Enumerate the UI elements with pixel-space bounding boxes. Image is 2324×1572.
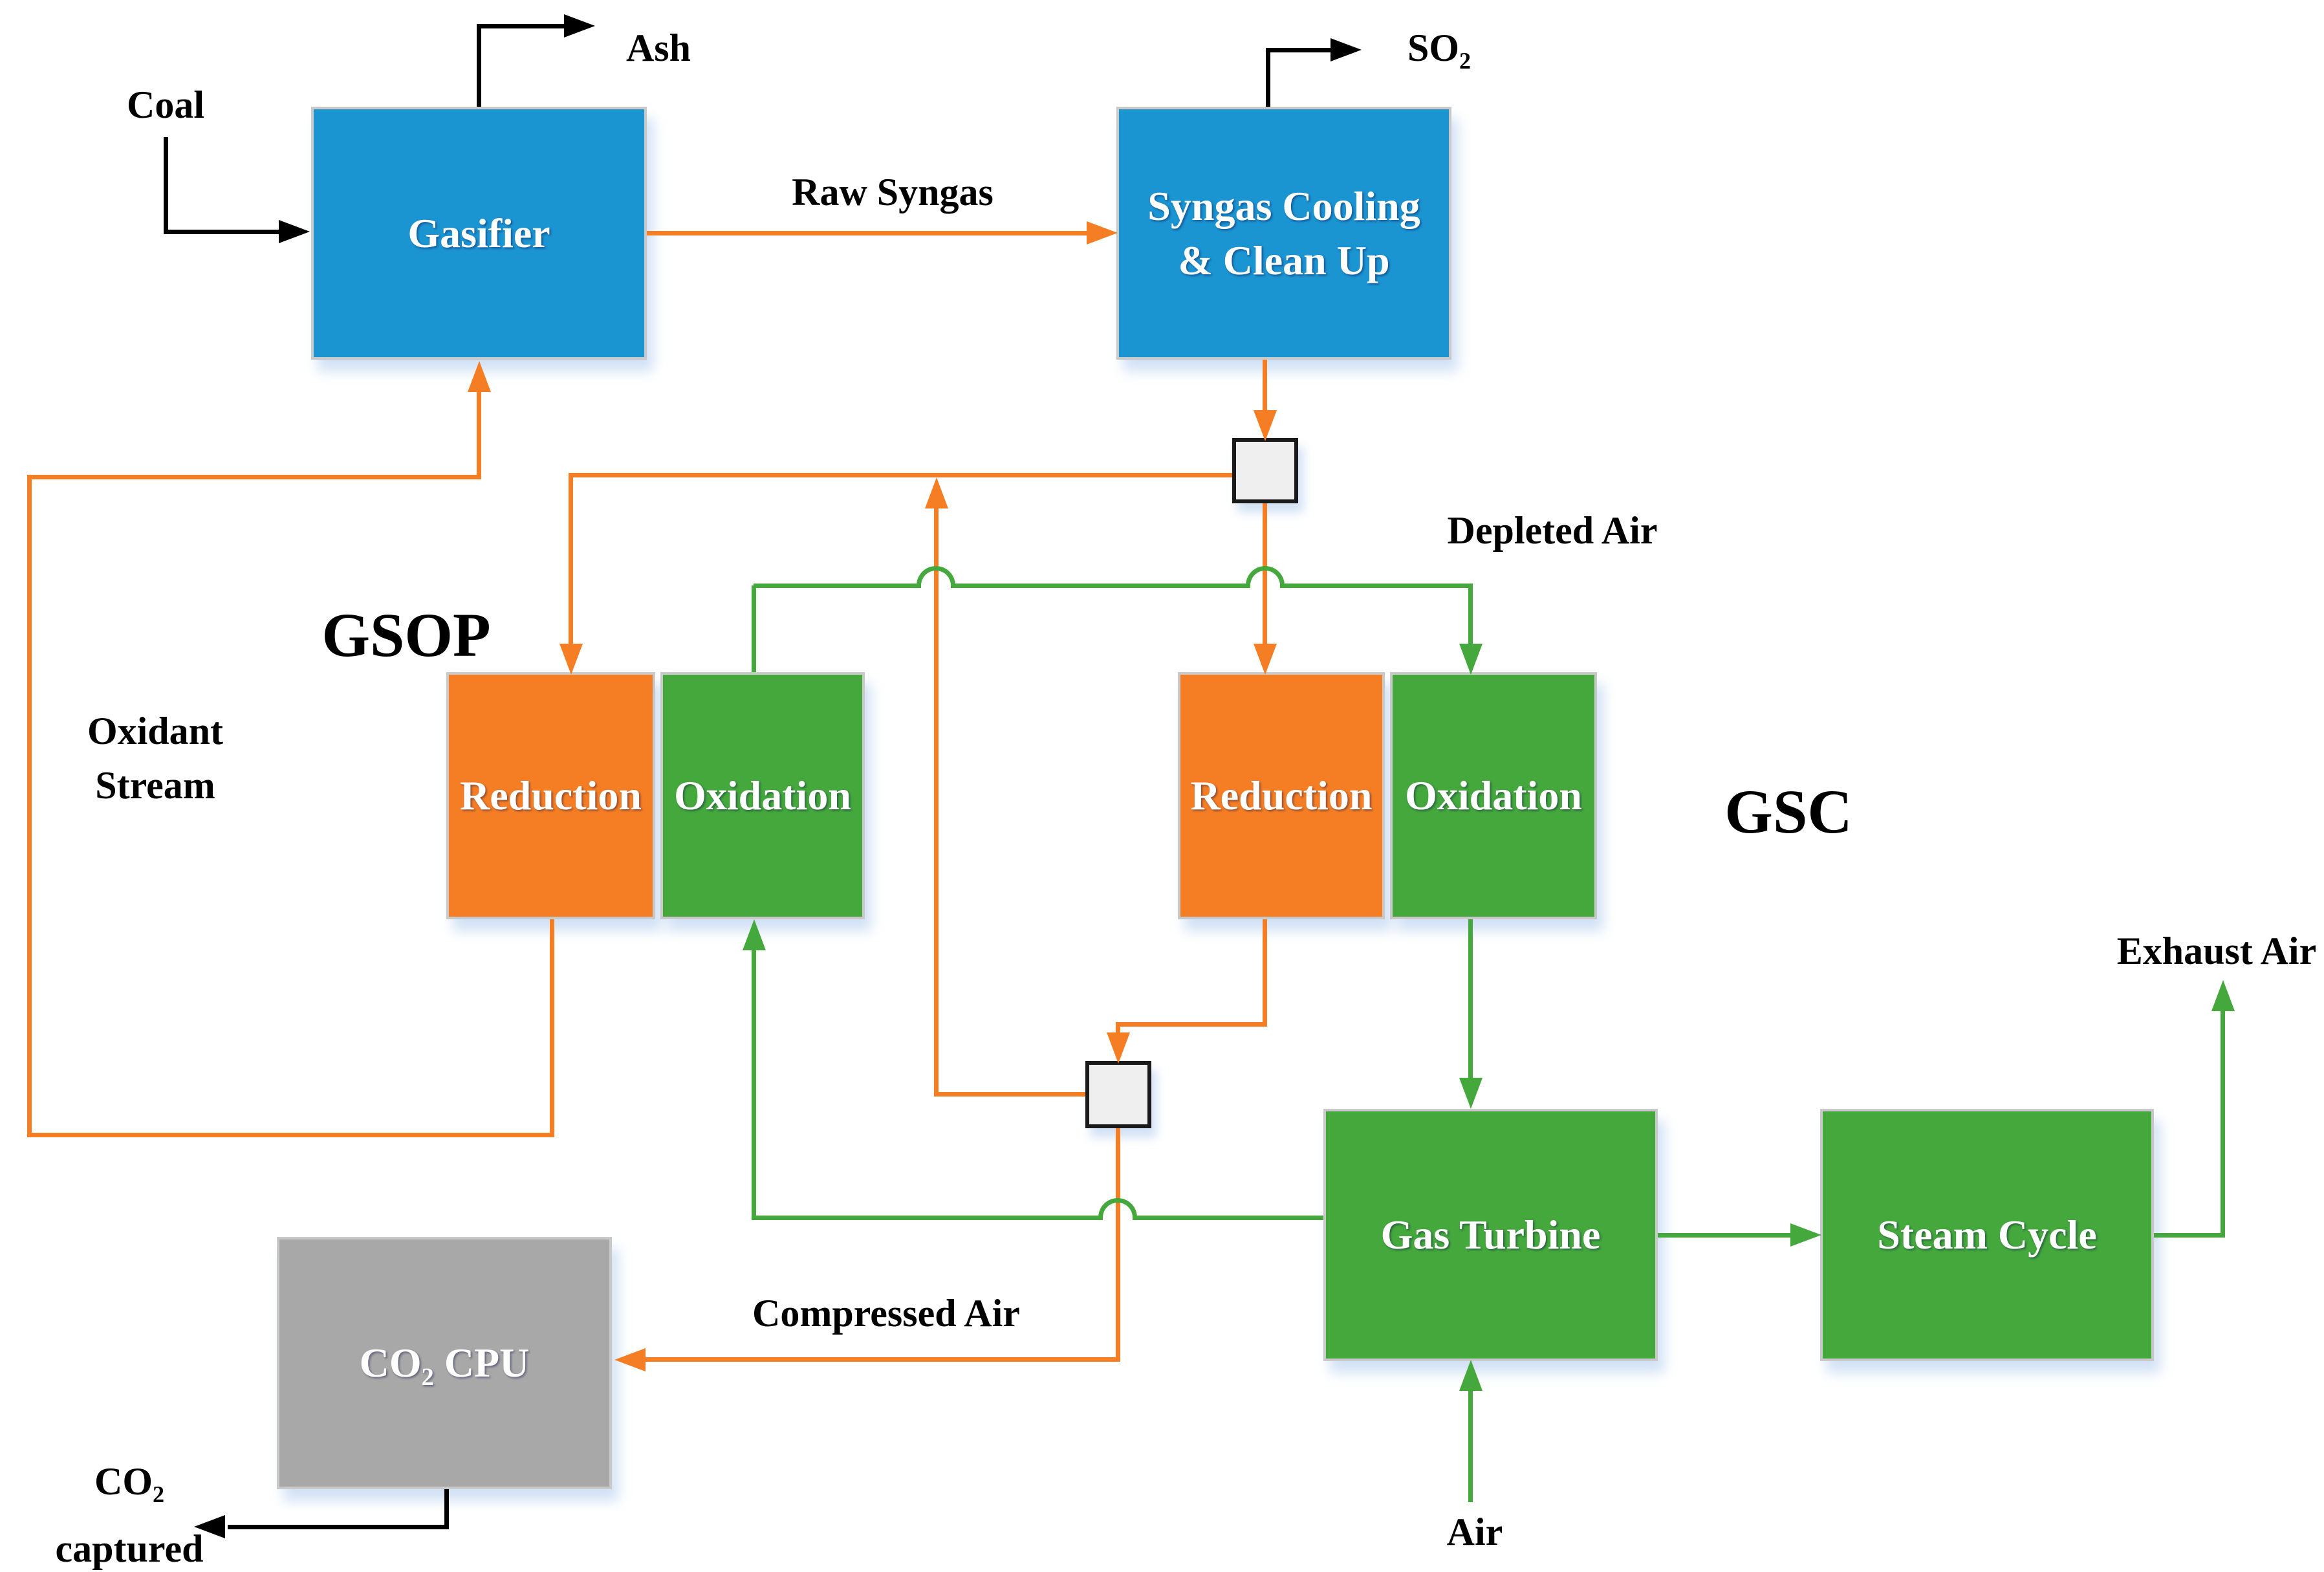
oxidant-stream-label: Oxidant Stream: [87, 704, 223, 813]
so2-line-vertical: [1266, 50, 1270, 107]
compressed-air-label: Compressed Air: [752, 1292, 1020, 1335]
gasifier-box: Gasifier: [311, 107, 647, 360]
gsc-reduction-out-line-vertical: [1263, 919, 1267, 1024]
coal-arrow-icon: [279, 220, 310, 243]
exhaust-air-label: Exhaust Air: [2116, 930, 2317, 972]
coal-line-vertical: [164, 137, 168, 232]
oxidant-stream-label-line2: Stream: [95, 764, 215, 807]
syngas-to-splitter-arrow-icon: [1254, 410, 1277, 441]
splitter2-to-cpu-line-vertical: [1116, 1128, 1120, 1362]
gsc-reduction-box: Reduction: [1178, 672, 1385, 919]
steam-cycle-in-arrow-icon: [1790, 1223, 1821, 1247]
gsc-oxidation-to-turbine-line: [1468, 919, 1473, 1079]
gsc-reduction-out-line-vertical2: [1116, 1022, 1120, 1036]
gsc-oxidation-box: Oxidation: [1390, 672, 1597, 919]
ash-label: Ash: [625, 27, 691, 69]
co2-captured-line-horizontal: [228, 1525, 449, 1529]
co2-cpu-label: CO₂ CPU: [359, 1340, 530, 1386]
gsop-oxidation-in-arrow-icon: [743, 919, 766, 950]
compressed-air-line-segment1: [754, 1216, 1098, 1220]
gsc-reduction-out-line-horizontal: [1116, 1022, 1267, 1027]
gasifier-label: Gasifier: [407, 210, 550, 256]
compressed-air-hop: [1098, 1198, 1137, 1220]
coal-line-horizontal: [164, 230, 279, 234]
depleted-air-line-vertical-left: [752, 585, 756, 672]
gsop-reduction-in-arrow-icon: [559, 644, 583, 675]
depleted-air-line-vertical-right: [1468, 584, 1473, 646]
oxidant-line-vertical-right: [550, 919, 554, 1135]
raw-syngas-label: Raw Syngas: [792, 171, 994, 213]
compressed-air-line-vertical: [752, 949, 756, 1220]
exhaust-line-horizontal: [2154, 1233, 2225, 1238]
splitter2-recycle-line-vertical: [934, 506, 939, 1097]
exhaust-line-vertical: [2221, 1011, 2225, 1238]
oxidant-line-vertical-to-gasifier: [477, 389, 481, 479]
oxidant-line-horizontal-top: [27, 475, 481, 479]
splitter2-in-arrow-icon: [1107, 1032, 1130, 1064]
oxidant-stream-label-line1: Oxidant: [87, 710, 224, 752]
air-label: Air: [1446, 1511, 1503, 1553]
splitter2-to-cpu-line-horizontal: [644, 1357, 1118, 1362]
steam-cycle-box: Steam Cycle: [1820, 1109, 2154, 1361]
splitter2-recycle-line-horizontal: [936, 1092, 1085, 1097]
gsop-reduction-box: Reduction: [446, 672, 655, 919]
depleted-air-hop1: [917, 566, 955, 588]
co2-captured-label: CO₂ captured: [56, 1448, 204, 1572]
co2-captured-line-vertical: [444, 1489, 449, 1527]
steam-cycle-label: Steam Cycle: [1877, 1212, 2097, 1258]
co2-cpu-in-arrow-icon: [614, 1348, 646, 1371]
syngas-cooling-box: Syngas Cooling & Clean Up: [1116, 107, 1451, 360]
ash-line-vertical: [477, 26, 481, 107]
gsc-oxidation-in-arrow-icon: [1459, 644, 1482, 675]
raw-syngas-line: [647, 231, 1088, 235]
gsop-reduction-label: Reduction: [460, 772, 642, 819]
oxidant-line-horizontal-bottom: [27, 1133, 554, 1137]
oxidant-line-vertical-left: [27, 477, 32, 1137]
turbine-to-steam-line: [1658, 1233, 1790, 1238]
depleted-air-line-segment3: [1285, 584, 1473, 588]
air-in-arrow-icon: [1459, 1360, 1482, 1391]
so2-label: SO₂: [1407, 27, 1472, 69]
gsop-section-label: GSOP: [321, 600, 491, 670]
co2-captured-label-line2: captured: [55, 1527, 204, 1570]
so2-line-horizontal: [1266, 48, 1330, 52]
depleted-air-line-segment2: [955, 584, 1246, 588]
co2-cpu-box: CO₂ CPU: [277, 1237, 612, 1489]
compressed-air-line-segment2: [1137, 1216, 1323, 1220]
gas-turbine-label: Gas Turbine: [1380, 1212, 1601, 1258]
air-line: [1468, 1391, 1473, 1502]
depleted-air-label: Depleted Air: [1447, 509, 1658, 552]
so2-arrow-icon: [1330, 38, 1362, 61]
gsc-reduction-in-arrow-icon: [1254, 644, 1277, 675]
ash-arrow-icon: [564, 14, 595, 38]
ash-line-horizontal: [477, 24, 564, 28]
gasifier-oxidant-arrow-icon: [468, 361, 491, 392]
gsop-oxidation-label: Oxidation: [674, 772, 851, 819]
gsop-oxidation-box: Oxidation: [660, 672, 865, 919]
depleted-air-line-segment1: [754, 584, 917, 588]
gsc-reduction-label: Reduction: [1190, 772, 1373, 819]
syngas-splitter-node: [1232, 438, 1298, 503]
gas-turbine-box: Gas Turbine: [1323, 1109, 1658, 1361]
gsc-oxidation-label: Oxidation: [1405, 772, 1582, 819]
co2-captured-arrow-icon: [194, 1515, 225, 1538]
raw-syngas-arrow-icon: [1087, 221, 1118, 245]
recycle-merge-arrow-icon: [925, 477, 948, 508]
splitter-to-gsop-line-vertical: [569, 473, 573, 644]
gas-turbine-in-arrow-icon: [1459, 1078, 1482, 1109]
exhaust-air-arrow-icon: [2211, 980, 2235, 1011]
coal-label: Coal: [127, 83, 204, 126]
gsc-section-label: GSC: [1724, 777, 1852, 846]
syngas-to-splitter-line: [1263, 360, 1267, 417]
syngas-cooling-label-line1: Syngas Cooling: [1147, 183, 1420, 230]
splitter-to-gsop-line-horizontal: [570, 473, 1232, 477]
depleted-air-hop2: [1246, 566, 1285, 588]
syngas-cooling-label-line2: & Clean Up: [1178, 237, 1390, 283]
gsc-reduction-splitter-node: [1085, 1061, 1151, 1128]
co2-captured-label-line1: CO₂: [94, 1460, 164, 1503]
